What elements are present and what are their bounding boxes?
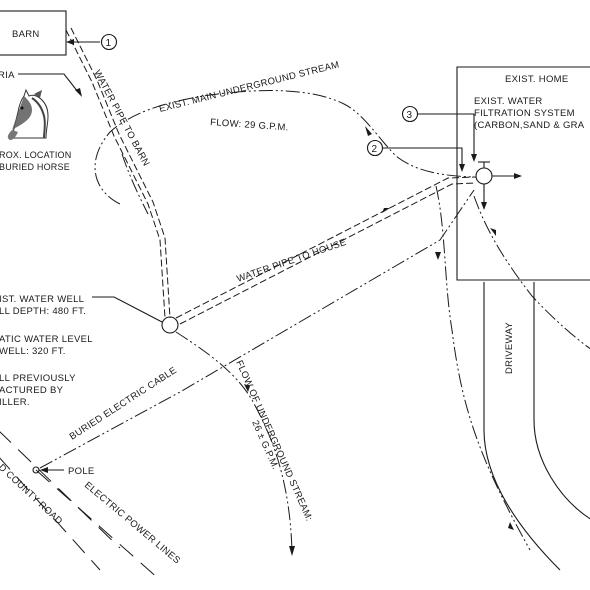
svg-text:2: 2 xyxy=(372,144,378,155)
svg-text:EXIST. HOME: EXIST. HOME xyxy=(505,74,568,85)
svg-text:IST. WATER WELL: IST. WATER WELL xyxy=(0,294,84,305)
svg-text:ELECTRIC POWER LINES: ELECTRIC POWER LINES xyxy=(82,480,182,567)
svg-text:WELL: 320 FT.: WELL: 320 FT. xyxy=(0,346,66,357)
svg-text:D COUNTY ROAD: D COUNTY ROAD xyxy=(0,462,64,527)
svg-text:(CARBON,SAND & GRA: (CARBON,SAND & GRA xyxy=(474,120,585,131)
svg-text:RIA: RIA xyxy=(0,70,15,81)
barn-label: BARN xyxy=(12,29,40,40)
driveway-flow-left xyxy=(435,185,531,551)
svg-text:FILTRATION SYSTEM: FILTRATION SYSTEM xyxy=(474,108,575,119)
water-well xyxy=(92,296,179,334)
buried-electric-cable: BURIED ELECTRIC CABLE xyxy=(68,365,179,443)
callout-2: 2 xyxy=(366,139,465,172)
svg-text:WATER PIPE TO HOUSE: WATER PIPE TO HOUSE xyxy=(235,237,347,285)
main-underground-stream: EXIST. MAIN UNDERGROUND STREAM FLOW: 29 … xyxy=(94,59,475,205)
svg-text:EXIST. MAIN UNDERGROUND STR: EXIST. MAIN UNDERGROUND STREAM xyxy=(158,59,340,115)
svg-text:3: 3 xyxy=(407,110,413,121)
svg-text:ATIC WATER LEVEL: ATIC WATER LEVEL xyxy=(0,334,93,345)
svg-text:ROX. LOCATION: ROX. LOCATION xyxy=(0,150,71,160)
horse-icon xyxy=(7,88,49,140)
area-leader: RIA xyxy=(0,70,82,97)
svg-text:LL DEPTH: 480 FT.: LL DEPTH: 480 FT. xyxy=(0,306,86,317)
svg-text:ACTURED BY: ACTURED BY xyxy=(0,385,64,396)
driveway: DRIVEWAY xyxy=(483,282,590,571)
svg-text:FLOW: 29 G.P.M.: FLOW: 29 G.P.M. xyxy=(210,117,289,133)
svg-text:WATER PIPE TO BARN: WATER PIPE TO BARN xyxy=(91,68,151,168)
svg-text:BURIED ELECTRIC CABLE: BURIED ELECTRIC CABLE xyxy=(68,365,179,443)
svg-text:LL PREVIOUSLY: LL PREVIOUSLY xyxy=(0,373,76,384)
stream-to-home xyxy=(39,189,475,469)
barn: BARN xyxy=(0,10,67,56)
existing-home: EXIST. HOME EXIST. WATER FILTRATION SYST… xyxy=(456,66,590,281)
callout-3: 3 xyxy=(401,105,477,162)
svg-text:POLE: POLE xyxy=(68,466,95,477)
underground-stream-flow: FLOW OF UNDERGROUND STREAM: 26 ± G.P.M. xyxy=(175,331,314,556)
callout-1: 1 xyxy=(66,33,118,51)
svg-text:EXIST. WATER: EXIST. WATER xyxy=(474,96,543,107)
stream-branch xyxy=(121,153,149,215)
svg-text:FLOW OF UNDERGROUND STREAM:: FLOW OF UNDERGROUND STREAM: xyxy=(233,359,314,523)
water-pipe-to-barn: WATER PIPE TO BARN xyxy=(65,27,171,319)
filtration-system-symbol xyxy=(475,161,522,210)
water-pipe-to-house: WATER PIPE TO HOUSE xyxy=(175,176,477,325)
svg-text:1: 1 xyxy=(106,38,112,49)
svg-text:BURIED HORSE: BURIED HORSE xyxy=(0,162,70,172)
svg-text:DRIVEWAY: DRIVEWAY xyxy=(504,322,515,374)
svg-text:ILLER.: ILLER. xyxy=(0,397,30,408)
driveway-flow-right xyxy=(473,195,590,350)
